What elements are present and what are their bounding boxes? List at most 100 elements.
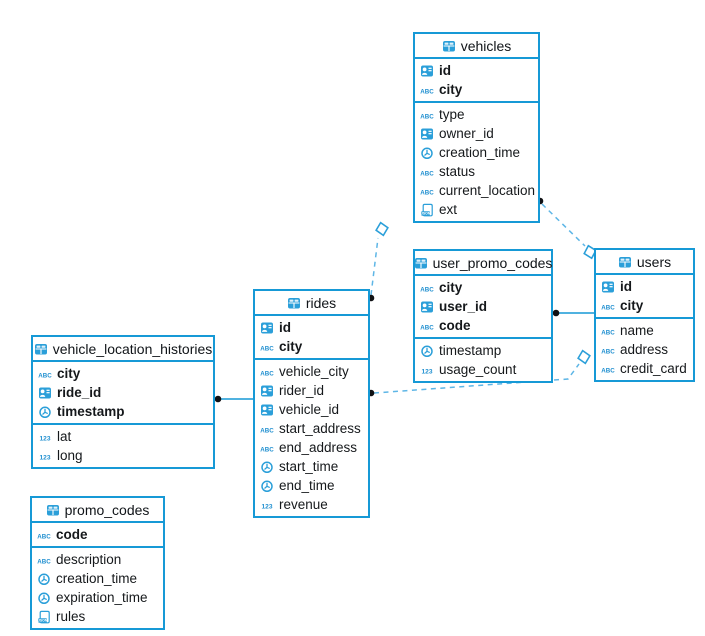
text-icon <box>420 281 434 295</box>
column-row[interactable]: description <box>32 550 163 569</box>
column-name: rider_id <box>279 383 325 398</box>
timestamp-icon <box>420 146 434 160</box>
column-row[interactable]: owner_id <box>415 124 538 143</box>
column-row[interactable]: end_address <box>255 438 368 457</box>
table-header[interactable]: vehicles <box>415 34 538 59</box>
table-vehicles[interactable]: vehicles id city type owner_id c <box>413 32 540 223</box>
table-users[interactable]: users id city name address credi <box>594 248 695 382</box>
uuid-icon <box>38 386 52 400</box>
column-row[interactable]: city <box>255 337 368 356</box>
column-name: address <box>620 342 669 357</box>
text-icon <box>260 340 274 354</box>
uuid-icon <box>601 280 615 294</box>
relationship-endpoint-diamond <box>375 221 389 237</box>
number-icon <box>38 430 52 444</box>
relationship-vehicles-users[interactable] <box>541 203 586 247</box>
table-vehicle_location_histories[interactable]: vehicle_location_histories city ride_id … <box>31 335 215 469</box>
table-user_promo_codes[interactable]: user_promo_codes city user_id code times… <box>413 249 553 383</box>
column-name: timestamp <box>57 404 125 419</box>
column-row[interactable]: timestamp <box>33 402 213 421</box>
column-name: end_address <box>279 440 358 455</box>
timestamp-icon <box>260 479 274 493</box>
json-icon <box>37 610 51 624</box>
column-name: usage_count <box>439 362 517 377</box>
column-row[interactable]: vehicle_id <box>255 400 368 419</box>
column-row[interactable]: city <box>415 80 538 99</box>
column-name: city <box>57 366 81 381</box>
column-name: name <box>620 323 654 338</box>
column-row[interactable]: code <box>32 525 163 544</box>
column-name: id <box>620 279 632 294</box>
column-name: expiration_time <box>56 590 148 605</box>
column-row[interactable]: id <box>596 277 693 296</box>
relationship-rides-vehicles[interactable] <box>370 237 379 296</box>
timestamp-icon <box>260 460 274 474</box>
text-icon <box>260 365 274 379</box>
column-row[interactable]: city <box>596 296 693 315</box>
column-row[interactable]: long <box>33 446 213 465</box>
column-row[interactable]: id <box>255 318 368 337</box>
column-row[interactable]: creation_time <box>32 569 163 588</box>
column-row[interactable]: address <box>596 340 693 359</box>
column-name: city <box>439 82 463 97</box>
column-row[interactable]: expiration_time <box>32 588 163 607</box>
column-row[interactable]: vehicle_city <box>255 362 368 381</box>
column-name: code <box>439 318 471 333</box>
text-icon <box>37 528 51 542</box>
column-row[interactable]: city <box>415 278 551 297</box>
column-row[interactable]: current_location <box>415 181 538 200</box>
column-row[interactable]: code <box>415 316 551 335</box>
text-icon <box>601 343 615 357</box>
column-name: rules <box>56 609 86 624</box>
column-row[interactable]: status <box>415 162 538 181</box>
table-title: vehicles <box>460 37 512 54</box>
column-row[interactable]: type <box>415 105 538 124</box>
table-promo_codes[interactable]: promo_codes code description creation_ti… <box>30 496 165 630</box>
column-row[interactable]: end_time <box>255 476 368 495</box>
table-title: promo_codes <box>64 501 150 518</box>
number-icon <box>420 363 434 377</box>
column-row[interactable]: start_address <box>255 419 368 438</box>
column-row[interactable]: revenue <box>255 495 368 514</box>
column-name: status <box>439 164 476 179</box>
column-name: city <box>439 280 463 295</box>
column-row[interactable]: credit_card <box>596 359 693 378</box>
column-name: start_time <box>279 459 339 474</box>
table-icon <box>287 296 301 310</box>
column-name: vehicle_id <box>279 402 340 417</box>
table-header[interactable]: user_promo_codes <box>415 251 552 276</box>
column-row[interactable]: lat <box>33 427 213 446</box>
column-row[interactable]: rider_id <box>255 381 368 400</box>
column-row[interactable]: timestamp <box>415 341 551 360</box>
column-name: creation_time <box>56 571 138 586</box>
timestamp-icon <box>37 572 51 586</box>
text-icon <box>420 83 434 97</box>
column-row[interactable]: user_id <box>415 297 551 316</box>
column-row[interactable]: usage_count <box>415 360 551 379</box>
table-header[interactable]: rides <box>255 291 368 316</box>
column-name: city <box>620 298 644 313</box>
text-icon <box>260 422 274 436</box>
text-icon <box>37 553 51 567</box>
table-header[interactable]: vehicle_location_histories <box>33 337 213 362</box>
table-header[interactable]: promo_codes <box>32 498 163 523</box>
column-row[interactable]: name <box>596 321 693 340</box>
text-icon <box>601 362 615 376</box>
column-row[interactable]: id <box>415 61 538 80</box>
column-row[interactable]: start_time <box>255 457 368 476</box>
column-name: code <box>56 527 88 542</box>
column-name: current_location <box>439 183 536 198</box>
column-row[interactable]: ext <box>415 200 538 219</box>
column-row[interactable]: rules <box>32 607 163 626</box>
column-name: user_id <box>439 299 488 314</box>
column-row[interactable]: ride_id <box>33 383 213 402</box>
text-icon <box>420 165 434 179</box>
table-rides[interactable]: rides id city vehicle_city rider_id <box>253 289 370 518</box>
table-header[interactable]: users <box>596 250 693 275</box>
column-name: city <box>279 339 303 354</box>
column-name: id <box>439 63 451 78</box>
column-row[interactable]: creation_time <box>415 143 538 162</box>
column-name: revenue <box>279 497 328 512</box>
column-row[interactable]: city <box>33 364 213 383</box>
relationship-rides-users[interactable] <box>373 363 580 394</box>
